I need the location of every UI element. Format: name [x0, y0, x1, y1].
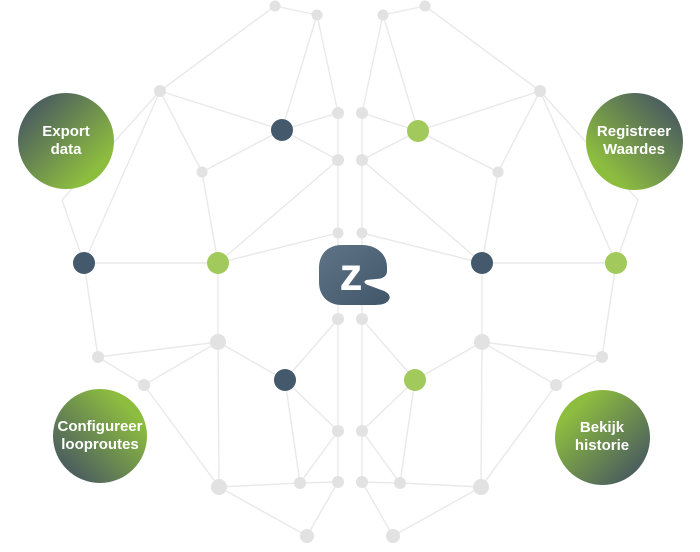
- label-line: historie: [574, 437, 630, 454]
- feature-circle-bekijk-historie[interactable]: Bekijk historie: [554, 389, 650, 485]
- label-line: Registreer: [596, 123, 672, 140]
- feature-circle-registreer-waardes[interactable]: Registreer Waardes: [585, 92, 683, 190]
- feature-circle-label: Configureer looproutes: [57, 418, 142, 454]
- logo-letter-z: z: [340, 248, 363, 300]
- feature-circle-label: Bekijk historie: [575, 419, 629, 455]
- label-line: Bekijk: [579, 419, 625, 436]
- label-line: Export: [42, 123, 90, 140]
- feature-circle-export-data[interactable]: Export data: [18, 93, 114, 189]
- logo-shape: [319, 245, 390, 305]
- feature-circle-label: Export data: [42, 123, 90, 159]
- feature-circle-configureer-looproutes[interactable]: Configureer looproutes: [53, 389, 147, 483]
- label-line: looproutes: [61, 436, 139, 453]
- label-line: Configureer: [57, 418, 143, 435]
- label-line: data: [50, 141, 82, 158]
- ez-logo: z: [319, 245, 390, 305]
- feature-circle-label: Registreer Waardes: [597, 123, 671, 159]
- label-line: Waardes: [603, 141, 665, 158]
